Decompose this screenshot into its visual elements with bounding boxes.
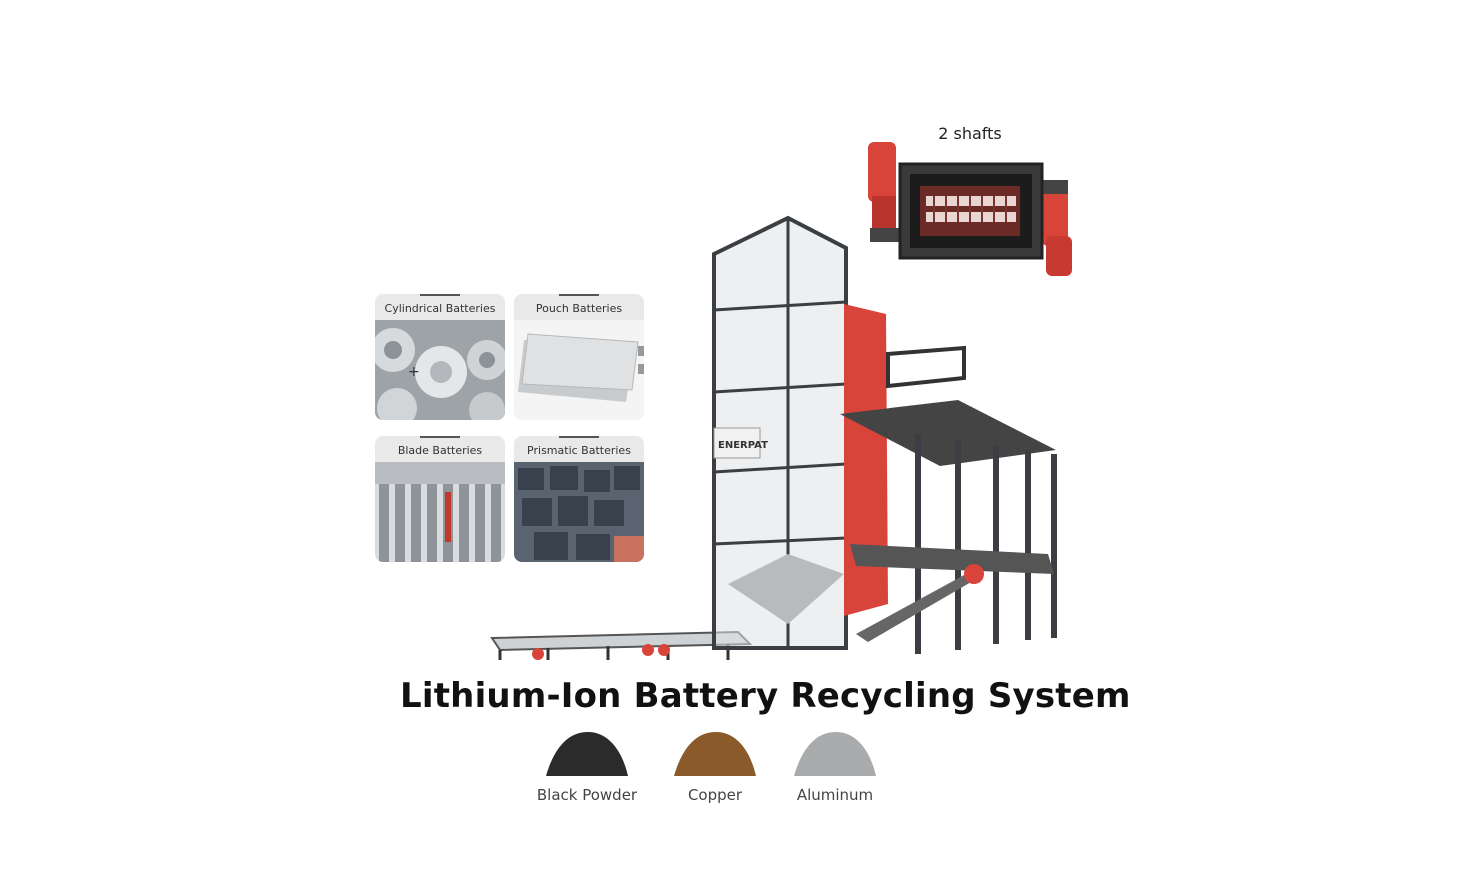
shafts-label: 2 shafts xyxy=(938,124,1002,143)
battery-card-label: Pouch Batteries xyxy=(535,302,623,315)
card-divider xyxy=(559,436,599,438)
pile-shape xyxy=(546,732,628,776)
card-divider xyxy=(420,436,460,438)
output-label-copper: Copper xyxy=(687,786,743,804)
copper-pile-icon xyxy=(674,732,756,776)
output-label-black-powder: Black Powder xyxy=(536,786,638,804)
battery-card-label: Prismatic Batteries xyxy=(527,444,631,457)
battery-card-label: Cylindrical Batteries xyxy=(384,302,496,315)
pouch-batteries-image xyxy=(514,320,644,420)
aluminum-pile-icon xyxy=(794,732,876,776)
battery-card-label: Blade Batteries xyxy=(397,444,483,457)
page-title: Lithium-Ion Battery Recycling System xyxy=(400,676,1131,716)
cylindrical-batteries-image: + xyxy=(375,320,505,420)
brand-logo: ENERPAT xyxy=(718,440,768,451)
battery-card-blade: Blade Batteries xyxy=(375,436,505,562)
svg-text:+: + xyxy=(408,364,420,380)
card-divider xyxy=(559,294,599,296)
output-label-aluminum: Aluminum xyxy=(796,786,874,804)
battery-card-cylindrical: Cylindrical Batteries + xyxy=(375,294,505,420)
black-powder-pile-icon xyxy=(546,732,628,776)
battery-card-prismatic: Prismatic Batteries xyxy=(514,436,644,562)
pile-shape xyxy=(794,732,876,776)
blade-batteries-image xyxy=(375,462,505,562)
card-divider xyxy=(420,294,460,296)
twin-shaft-shredder-image xyxy=(868,142,1072,276)
prismatic-batteries-image xyxy=(514,462,644,562)
recycling-machine-image: ENERPAT xyxy=(490,215,1057,660)
pile-shape xyxy=(674,732,756,776)
battery-card-pouch: Pouch Batteries xyxy=(514,294,644,420)
